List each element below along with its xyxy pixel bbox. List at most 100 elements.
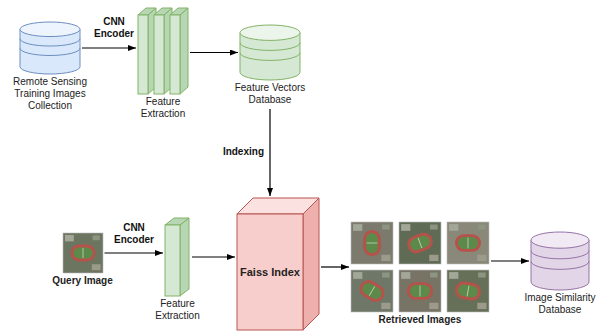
thumb-building bbox=[353, 224, 362, 231]
box-front bbox=[237, 214, 303, 330]
layer-top bbox=[154, 8, 172, 15]
track-ring bbox=[405, 230, 436, 255]
cylinder-top bbox=[20, 22, 80, 37]
database-cylinder: Image Similarity Database bbox=[524, 232, 596, 316]
thumb-building bbox=[65, 235, 74, 241]
cylinder-ring bbox=[20, 48, 80, 55]
thumb-building bbox=[429, 255, 438, 261]
flow-arrow bbox=[82, 47, 136, 48]
track-ring bbox=[363, 230, 381, 256]
field-line bbox=[367, 243, 378, 244]
track-field bbox=[409, 234, 432, 252]
node-caption: Feature Extraction bbox=[150, 298, 205, 322]
cnn-layers-outline bbox=[138, 8, 188, 94]
node-caption: Feature Extraction bbox=[132, 96, 194, 120]
query-image: Query Image bbox=[50, 233, 115, 287]
field-line bbox=[468, 238, 469, 249]
database-cylinder: Feature Vectors Database bbox=[222, 25, 318, 106]
satellite-thumbnail bbox=[63, 233, 103, 273]
node-caption: Feature Vectors Database bbox=[230, 82, 310, 106]
thumb-building bbox=[92, 235, 99, 240]
field-line bbox=[82, 248, 83, 258]
running-track bbox=[455, 234, 481, 252]
flow-arrow bbox=[491, 260, 529, 261]
retrieved-grid-outline bbox=[351, 222, 489, 312]
thumb-building bbox=[430, 273, 438, 278]
thumb-building bbox=[429, 303, 438, 309]
flow-arrow bbox=[269, 109, 270, 196]
box-side bbox=[303, 198, 319, 330]
layer-front bbox=[170, 15, 180, 94]
layer-front bbox=[165, 225, 180, 296]
retrieved-grid: Retrieved Images bbox=[350, 222, 490, 326]
track-field bbox=[457, 283, 479, 298]
box-label: Faiss Index bbox=[237, 266, 303, 278]
track-field bbox=[410, 285, 430, 297]
flow-arrow bbox=[192, 256, 235, 257]
track-field bbox=[458, 237, 478, 249]
database-cylinder: Remote Sensing Training Images Collectio… bbox=[0, 22, 100, 112]
shape-frame bbox=[138, 8, 188, 94]
thumb-building bbox=[449, 224, 458, 231]
running-track bbox=[356, 277, 387, 305]
thumb-building bbox=[401, 272, 410, 279]
query-image-outline bbox=[63, 233, 103, 273]
shape-frame bbox=[237, 198, 319, 330]
cnn-layer: Feature Extraction bbox=[150, 218, 205, 322]
shape-frame bbox=[240, 25, 300, 80]
field-line bbox=[467, 286, 469, 297]
layer-side bbox=[180, 8, 188, 94]
thumb-building bbox=[401, 224, 410, 231]
track-ring bbox=[454, 280, 483, 302]
running-track bbox=[70, 245, 95, 262]
cylinder-ring bbox=[531, 261, 589, 269]
index-box-outline bbox=[237, 198, 319, 330]
layer-side bbox=[180, 218, 189, 296]
node-caption: Query Image bbox=[50, 275, 115, 287]
thumb-ground bbox=[399, 222, 441, 264]
cylinder-ring bbox=[20, 39, 80, 46]
flow-arrow bbox=[190, 52, 238, 53]
thumb-ground bbox=[63, 233, 103, 273]
thumb-ground bbox=[351, 270, 393, 312]
node-caption: Retrieved Images bbox=[350, 314, 490, 326]
thumb-building bbox=[381, 255, 390, 261]
edge-label: Indexing bbox=[214, 146, 264, 158]
layer-top bbox=[170, 8, 188, 15]
cylinder-top bbox=[240, 25, 300, 40]
shape-frame bbox=[63, 233, 103, 273]
shape-frame bbox=[165, 218, 190, 296]
node-caption: Image Similarity Database bbox=[524, 292, 596, 316]
thumb-building bbox=[91, 264, 100, 270]
track-ring bbox=[455, 234, 481, 252]
cnn-layers: Feature Extraction bbox=[118, 8, 208, 120]
layer-front bbox=[154, 15, 164, 94]
satellite-thumbnail bbox=[399, 222, 441, 264]
index-box: Faiss Index bbox=[237, 198, 319, 330]
thumb-building bbox=[478, 225, 486, 230]
track-ring bbox=[407, 282, 433, 300]
edge-label: CNN Encoder bbox=[108, 222, 160, 246]
running-track bbox=[363, 230, 381, 256]
shape-frame bbox=[531, 232, 589, 290]
thumb-ground bbox=[399, 270, 441, 312]
track-field bbox=[366, 233, 378, 253]
track-field bbox=[360, 281, 383, 301]
thumb-building bbox=[477, 255, 486, 261]
cylinder-ring bbox=[531, 251, 589, 259]
thumb-building bbox=[381, 303, 390, 309]
shape-frame bbox=[20, 22, 80, 74]
thumb-building bbox=[382, 273, 390, 278]
satellite-thumbnail bbox=[447, 270, 489, 312]
satellite-thumbnail bbox=[447, 222, 489, 264]
track-ring bbox=[356, 277, 387, 305]
running-track bbox=[454, 280, 483, 302]
cnn-layer-outline bbox=[165, 218, 190, 296]
field-line bbox=[420, 286, 421, 297]
database-cylinder-outline bbox=[240, 25, 300, 80]
database-cylinder-outline bbox=[20, 22, 80, 74]
thumb-building bbox=[449, 272, 458, 279]
thumb-building bbox=[478, 273, 486, 278]
track-field bbox=[73, 247, 92, 258]
